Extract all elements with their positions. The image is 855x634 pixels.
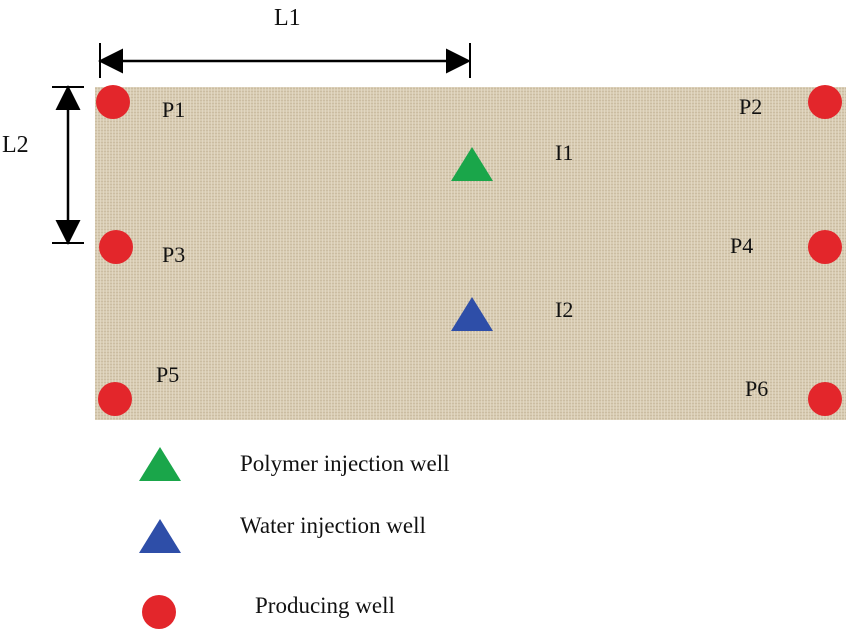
legend-producing-label: Producing well — [255, 593, 395, 618]
well-label-i1: I1 — [555, 140, 574, 165]
well-label-p4: P4 — [730, 233, 754, 258]
well-label-p2: P2 — [739, 94, 763, 119]
well-label-p5: P5 — [156, 362, 180, 387]
producing-well-p4 — [808, 230, 842, 264]
water-injection-legend-icon — [139, 519, 181, 553]
producing-well-p5 — [98, 382, 132, 416]
well-label-p1: P1 — [162, 97, 186, 122]
producing-well-p6 — [808, 382, 842, 416]
legend-water-label: Water injection well — [240, 513, 426, 538]
reservoir-area — [95, 87, 846, 420]
polymer-injection-legend-icon — [139, 447, 181, 481]
polymer-injection-well-i1 — [451, 147, 493, 181]
legend-polymer-label: Polymer injection well — [240, 451, 450, 476]
producing-well-p3 — [99, 230, 133, 264]
well-label-p3: P3 — [162, 242, 186, 267]
l2-label: L2 — [2, 132, 29, 158]
well-label-p6: P6 — [745, 376, 769, 401]
producing-legend-icon — [142, 595, 176, 629]
water-injection-well-i2 — [451, 297, 493, 331]
producing-well-p2 — [808, 85, 842, 119]
producing-well-p1 — [96, 85, 130, 119]
well-label-i2: I2 — [555, 297, 574, 322]
l1-label: L1 — [274, 5, 301, 31]
